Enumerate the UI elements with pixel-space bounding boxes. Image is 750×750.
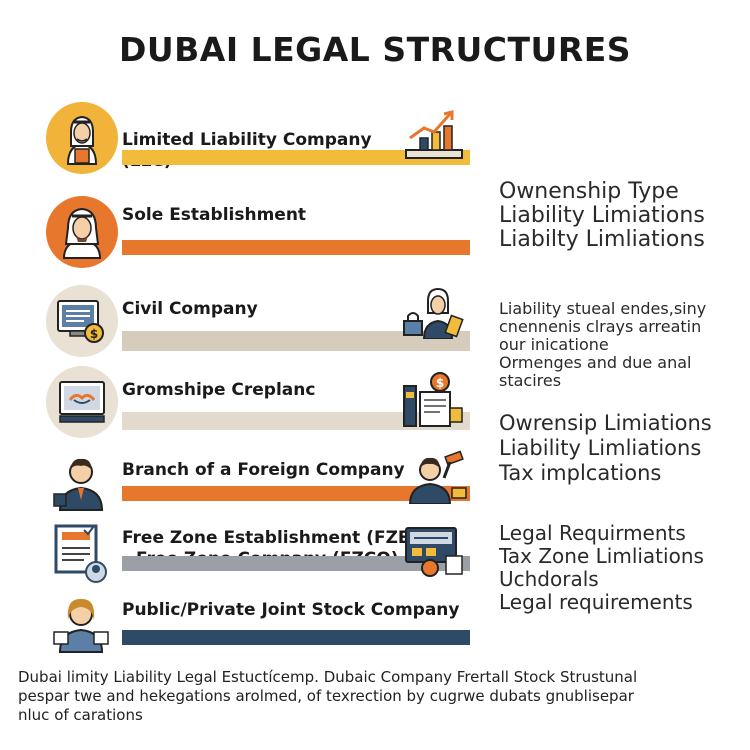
gromshipe-icon-circle	[46, 366, 118, 438]
document-person-icon	[54, 524, 107, 583]
money-devices-icon	[405, 527, 463, 577]
structure-label: Branch of a Foreign Company	[122, 460, 405, 480]
structure-row-civil-company: $ Civil Company	[0, 283, 750, 363]
svg-text:$: $	[90, 327, 98, 341]
documents-money-icon: $	[403, 372, 463, 427]
page-title: DUBAI LEGAL STRUCTURES	[118, 30, 632, 69]
structure-bar	[122, 486, 470, 501]
llc-icon-circle	[46, 102, 118, 174]
structure-row-free-zone: Free Zone Establishment (FZE) / Free Zon…	[0, 516, 750, 596]
structure-bar	[122, 150, 470, 165]
sole-icon-circle	[46, 196, 118, 268]
svg-text:$: $	[436, 376, 444, 390]
footer-text: Dubai limity Liability Legal Estuctícemp…	[18, 668, 638, 724]
structure-label: Sole Establishment	[122, 205, 307, 225]
structure-row-llc: Limited Liability Company (LLC)	[0, 100, 750, 180]
structure-bar	[122, 240, 470, 255]
civil-icon-circle: $	[46, 285, 118, 357]
structure-row-gromshipe-creplanc: Gromshipe Creplanc $	[0, 362, 750, 442]
person-lock-icon	[403, 287, 464, 339]
side-note-group-3: Owrensip Limiations Liability Limliation…	[499, 411, 712, 485]
businessman-icon	[62, 207, 102, 259]
structure-label: Gromshipe Creplanc	[122, 380, 316, 400]
growth-chart-icon	[405, 110, 463, 159]
side-note-group-4: Legal Requirments Tax Zone Limliations U…	[499, 521, 704, 614]
structure-row-sole-establishment: Sole Establishment	[0, 192, 750, 272]
structure-label: Civil Company	[122, 299, 258, 319]
structure-bar	[122, 556, 470, 571]
businessman-icon	[66, 115, 98, 165]
person-gavel-icon	[408, 450, 467, 504]
structure-row-branch-foreign: Branch of a Foreign Company	[0, 446, 750, 526]
side-note-group-1: Ownenship Type Liability Limiations Liab…	[499, 179, 705, 252]
businesswoman-icon	[53, 598, 109, 653]
side-note-group-2: Liability stueal endes,siny cnennenis cl…	[499, 299, 707, 390]
structure-bar	[122, 331, 470, 351]
businessman-icon	[53, 458, 104, 511]
structure-bar	[122, 412, 470, 430]
handshake-monitor-icon	[59, 381, 105, 423]
computer-icon: $	[57, 300, 104, 343]
structure-bar	[122, 630, 470, 645]
structure-row-joint-stock: Public/Private Joint Stock Company	[0, 588, 750, 668]
structure-label: Public/Private Joint Stock Company	[122, 600, 460, 620]
